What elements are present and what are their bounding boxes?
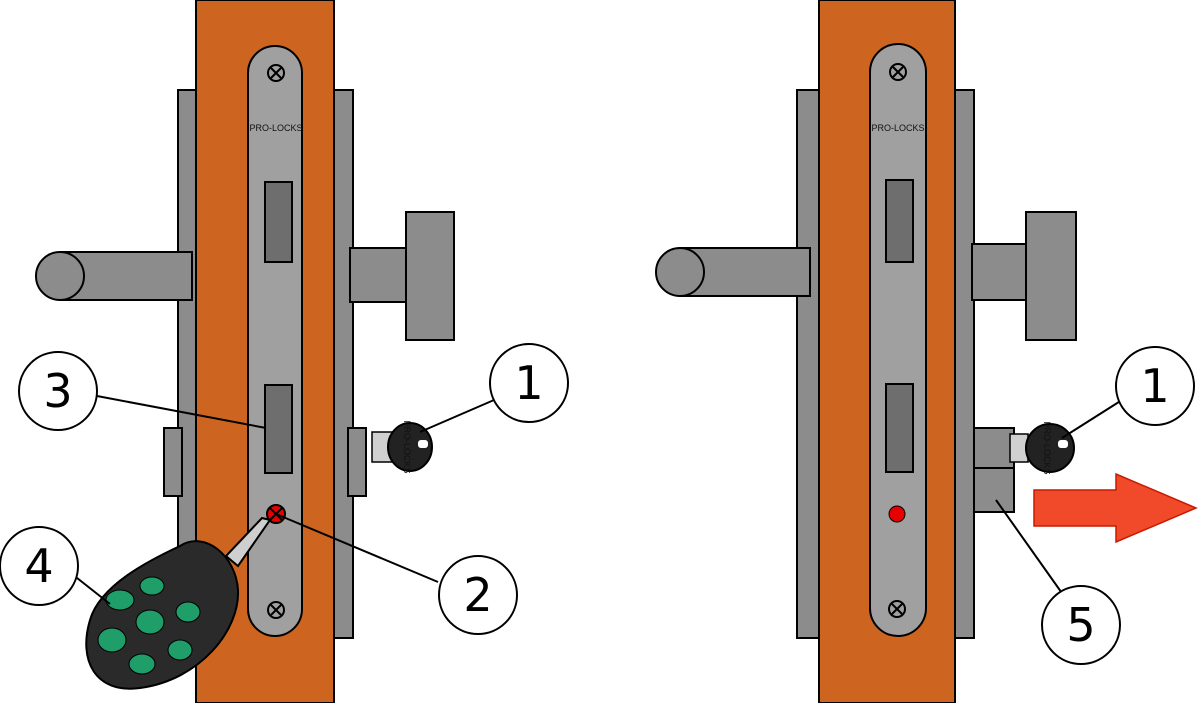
leader-line-2 [275,513,439,583]
lower-latch-slot [264,384,293,474]
right-lever-handle [349,247,411,303]
right-top-screw-icon [889,63,907,81]
right-lower-latch-slot [885,383,914,473]
right-panel: PRO-LOCKS PRO-LOCKS 1 [655,0,1198,703]
cylinder-stub-right [347,427,367,497]
svg-text:1: 1 [1140,359,1169,413]
leader-line-4 [71,573,111,605]
svg-text:5: 5 [1066,598,1095,652]
key-icon: PRO-LOCKS [371,420,433,474]
left-lever-end [35,251,85,301]
upper-latch-slot [264,181,293,263]
faceplate-brand: PRO-LOCKS [249,123,302,133]
right-leader-line-1 [1061,399,1123,439]
left-panel: PRO-LOCKS PRO-LOCKS [0,0,569,703]
svg-text:1: 1 [514,356,543,410]
callout-1-right: 1 [1115,346,1195,426]
right-faceplate-brand: PRO-LOCKS [871,123,924,133]
right-lever-knob [405,211,455,341]
svg-text:2: 2 [463,568,492,622]
right-bottom-screw-icon [888,600,906,618]
cylinder-icon [973,427,1029,513]
cylinder-stub-left [163,427,183,497]
top-screw-icon [267,64,285,82]
callout-2-left: 2 [438,555,518,635]
leader-line-3 [96,395,267,429]
right-leader-line-5 [995,499,1065,597]
right-panel-lever-end [655,247,705,297]
svg-text:3: 3 [43,364,72,418]
right-key-icon: PRO-LOCKS [1025,421,1075,475]
callout-5-right: 5 [1041,585,1121,665]
right-key-brand: PRO-LOCKS [1042,421,1052,474]
callout-1-left: 1 [489,343,569,423]
callout-3-left: 3 [18,351,98,431]
leader-line-1 [419,399,495,433]
key-brand: PRO-LOCKS [402,420,412,473]
callout-4-left: 4 [0,526,79,606]
svg-text:4: 4 [24,539,53,593]
bottom-screw-icon [267,601,285,619]
right-panel-lever-right [971,243,1029,301]
right-panel-lever-knob [1025,211,1077,341]
right-screw-hole-icon [888,505,906,523]
arrow-right-icon [1033,472,1198,544]
right-upper-latch-slot [885,179,914,263]
lock-faceplate [247,45,303,637]
screwdriver-icon [85,516,272,690]
